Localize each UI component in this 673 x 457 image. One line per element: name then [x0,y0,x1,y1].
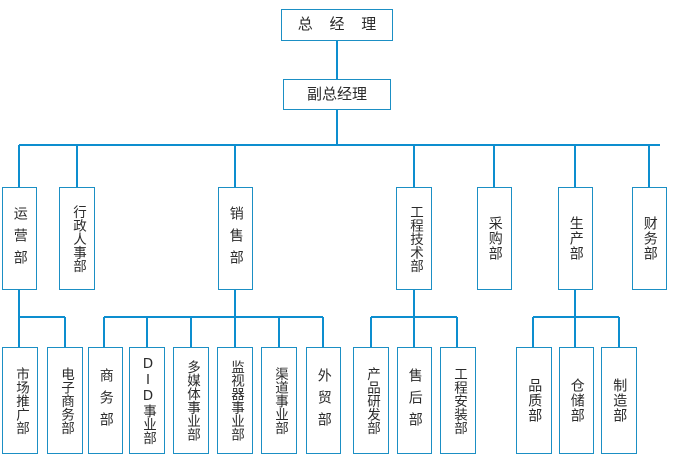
node-label: 财务部 [641,216,658,261]
node-engineering-install[interactable]: 工程安装部 [440,347,476,454]
node-after-sales[interactable]: 售后部 [397,347,432,454]
node-business[interactable]: 商务部 [88,347,123,454]
node-label: 生产部 [567,216,584,261]
node-label: 电子商务部 [57,366,74,435]
node-label: 渠道事业部 [271,366,288,435]
node-finance[interactable]: 财务部 [632,187,667,290]
node-label: DID事业部 [139,356,156,445]
node-label: 市场推广部 [12,366,29,435]
node-deputy-general-manager[interactable]: 副总经理 [283,79,391,110]
node-monitor-division[interactable]: 监视器事业部 [217,347,253,454]
node-admin-hr[interactable]: 行政人事部 [59,187,95,290]
node-foreign-trade[interactable]: 外贸部 [306,347,341,454]
node-channel-division[interactable]: 渠道事业部 [261,347,297,454]
node-label: 销售部 [227,205,244,272]
node-label: 产品研发部 [363,366,380,435]
node-label: 采购部 [486,216,503,261]
node-label: 工程技术部 [406,204,423,273]
node-label: 运营部 [11,205,28,272]
node-engineering-tech[interactable]: 工程技术部 [396,187,432,290]
node-product-rd[interactable]: 产品研发部 [353,347,389,454]
node-label: 制造部 [611,378,628,423]
node-operations[interactable]: 运营部 [2,187,37,290]
node-quality[interactable]: 品质部 [516,347,552,454]
node-label: 外贸部 [315,367,332,434]
node-production[interactable]: 生产部 [558,187,593,290]
node-procurement[interactable]: 采购部 [477,187,512,290]
node-ecommerce[interactable]: 电子商务部 [47,347,83,454]
node-did-division[interactable]: DID事业部 [129,347,165,454]
node-label: 仓储部 [568,378,585,423]
node-label: 行政人事部 [69,204,86,273]
node-label: 工程安装部 [450,366,467,435]
node-warehouse[interactable]: 仓储部 [559,347,594,454]
node-label: 多媒体事业部 [183,360,200,441]
node-manufacturing[interactable]: 制造部 [601,347,637,454]
node-label: 商务部 [97,367,114,434]
node-label: 总 经 理 [297,15,383,34]
node-label: 监视器事业部 [227,360,244,441]
node-multimedia-division[interactable]: 多媒体事业部 [173,347,209,454]
node-label: 品质部 [526,378,543,423]
node-marketing-promotion[interactable]: 市场推广部 [2,347,38,454]
node-label: 副总经理 [306,84,367,103]
node-label: 售后部 [406,367,423,434]
node-general-manager[interactable]: 总 经 理 [281,9,393,41]
node-sales[interactable]: 销售部 [218,187,253,290]
